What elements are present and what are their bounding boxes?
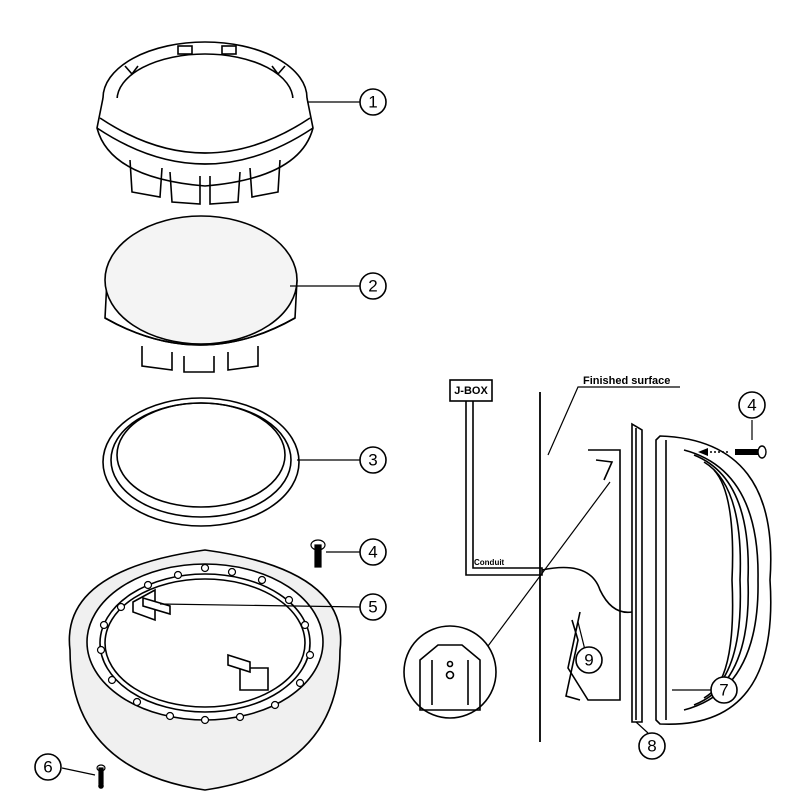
callout-3-number: 3 — [368, 451, 377, 470]
callout-4: 4 — [359, 538, 387, 566]
callout-8: 8 — [638, 732, 666, 760]
callout-4-number: 4 — [368, 543, 377, 562]
part-5-niche-base — [68, 549, 342, 791]
callout-8-number: 8 — [647, 737, 656, 756]
jbox-box — [449, 379, 493, 402]
part-1-trim-ring — [96, 41, 314, 205]
callout-7-number: 7 — [719, 681, 728, 700]
conduit-label: Conduit — [474, 558, 505, 567]
callout-4-right: 4 — [738, 391, 766, 419]
part-3-gasket — [102, 397, 300, 527]
mounting-holes — [96, 563, 315, 725]
callout-5: 5 — [359, 593, 387, 621]
callout-3: 3 — [359, 446, 387, 474]
part-4-screw-right — [698, 445, 767, 459]
callout-6: 6 — [34, 753, 62, 781]
leader-lines — [61, 101, 362, 776]
callout-9: 9 — [575, 646, 603, 674]
part-2-lens — [104, 215, 298, 373]
installation-section — [403, 379, 772, 742]
jbox-label: J-BOX — [454, 385, 488, 397]
callout-7: 7 — [710, 676, 738, 704]
part-6-screw — [96, 764, 106, 789]
callout-4-right-number: 4 — [747, 396, 756, 415]
callout-5-number: 5 — [368, 598, 377, 617]
callout-2: 2 — [359, 272, 387, 300]
callout-9-number: 9 — [584, 651, 593, 670]
part-4-screw — [310, 539, 326, 568]
callout-6-number: 6 — [43, 758, 52, 777]
callout-1-number: 1 — [368, 93, 377, 112]
finished-surface-label: Finished surface — [583, 375, 670, 387]
callout-2-number: 2 — [368, 277, 377, 296]
callout-1: 1 — [359, 88, 387, 116]
